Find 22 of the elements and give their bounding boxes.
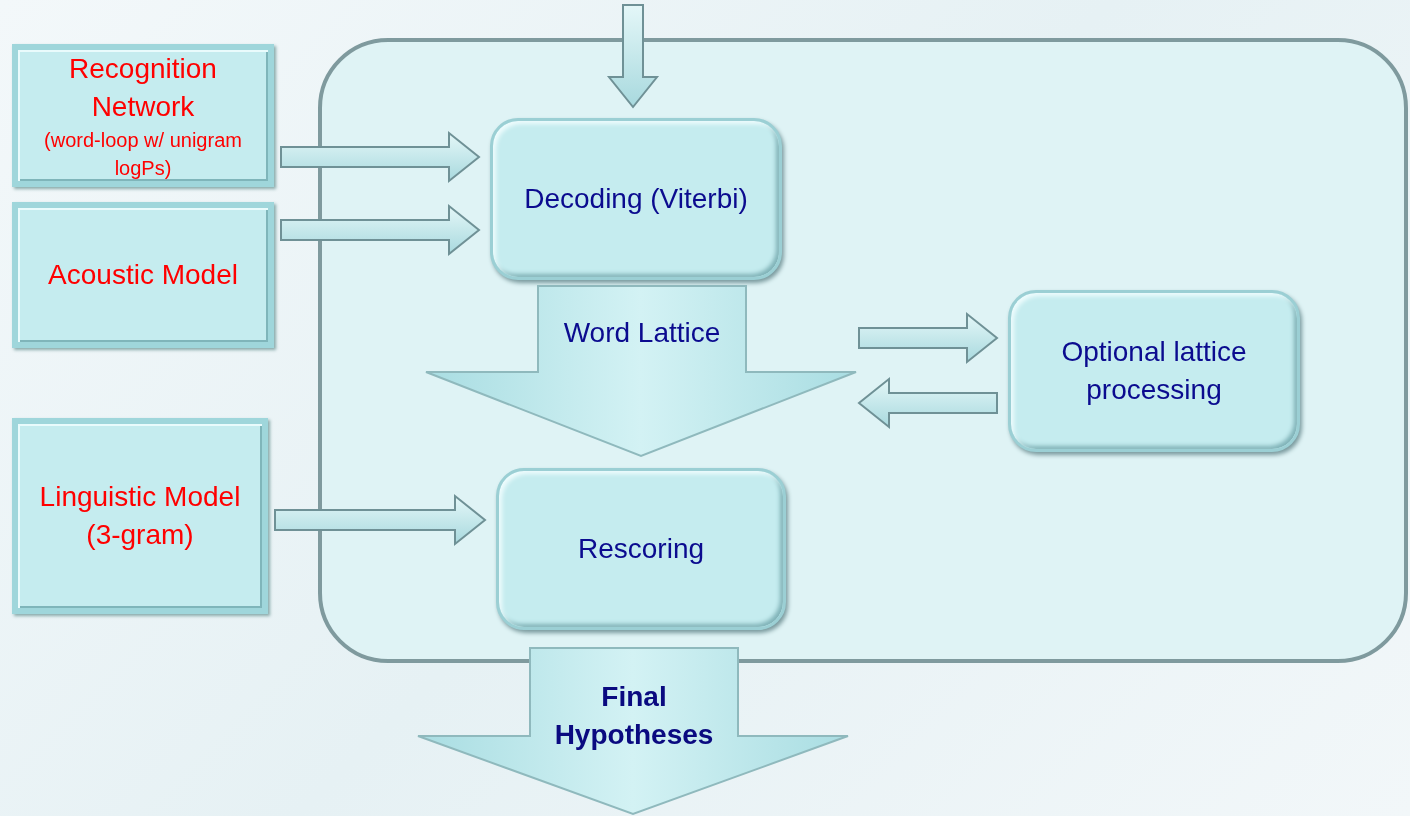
block-arrow: [280, 130, 481, 184]
block-arrow: [274, 493, 487, 547]
input-label: Acoustic Model: [48, 258, 238, 292]
input-label: Recognition Network: [68, 51, 218, 124]
input-box: [12, 44, 274, 187]
process-box: [490, 118, 782, 280]
arrow-label: Word Lattice: [562, 316, 722, 350]
process-label: Decoding (Viterbi): [524, 182, 748, 216]
input-label: Linguistic Model (3-gram): [38, 480, 242, 552]
input-label: (word-loop w/ unigram logPs): [43, 127, 243, 181]
frame-box: [318, 38, 1408, 663]
process-label: Rescoring: [577, 532, 705, 566]
input-box: [12, 202, 274, 348]
process-label: Optional lattice processing: [1060, 335, 1248, 407]
process-box: [1008, 290, 1300, 452]
input-box: [12, 418, 268, 614]
block-arrow: [858, 311, 999, 365]
arrow-label: Final Hypotheses: [553, 680, 715, 752]
block-arrow: [857, 376, 998, 430]
block-arrow: [606, 4, 660, 109]
process-box: [496, 468, 786, 630]
block-arrow: [280, 203, 481, 257]
